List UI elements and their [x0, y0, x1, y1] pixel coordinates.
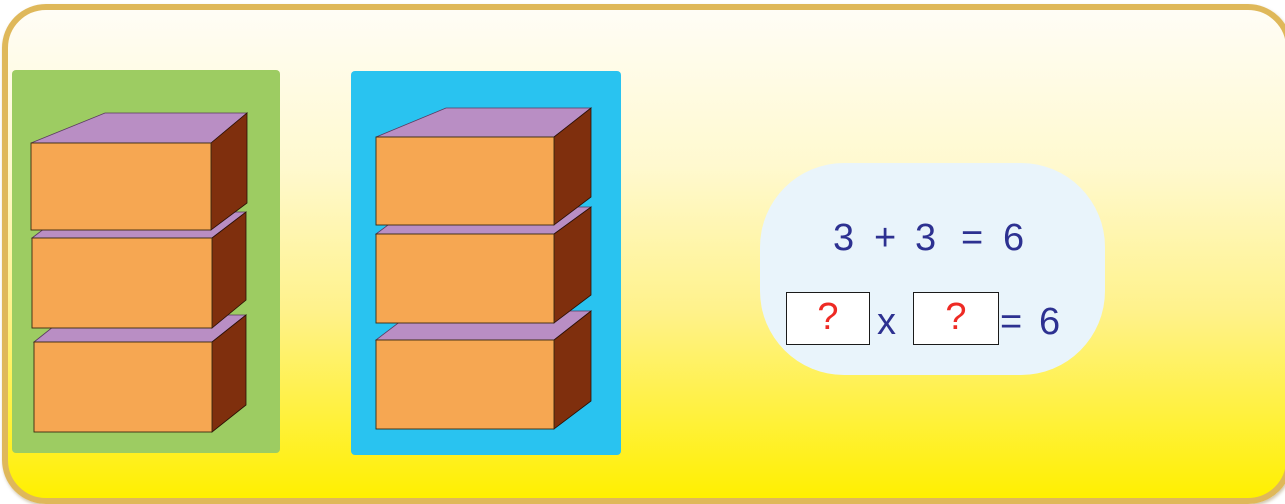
block — [376, 108, 591, 225]
right-block-stack — [351, 71, 621, 455]
times-sign: x — [877, 303, 896, 341]
sum-result: 6 — [1003, 219, 1024, 257]
equals-sign-add: = — [961, 219, 983, 257]
addend-2: 3 — [915, 219, 936, 257]
plus-sign: + — [874, 219, 896, 257]
block — [31, 113, 247, 230]
block — [34, 315, 246, 432]
left-block-stack — [12, 70, 280, 453]
multiplier-answer-box-1[interactable]: ? — [786, 292, 870, 345]
left-block-group — [12, 70, 280, 453]
addend-1: 3 — [833, 219, 854, 257]
right-block-group — [351, 71, 621, 455]
block — [376, 311, 591, 429]
multiplier-answer-box-2[interactable]: ? — [913, 292, 999, 345]
product-result: 6 — [1039, 303, 1060, 341]
equals-sign-mul: = — [1000, 303, 1022, 341]
equation-panel: 3 + 3 = 6 ? x ? = 6 — [760, 163, 1105, 375]
